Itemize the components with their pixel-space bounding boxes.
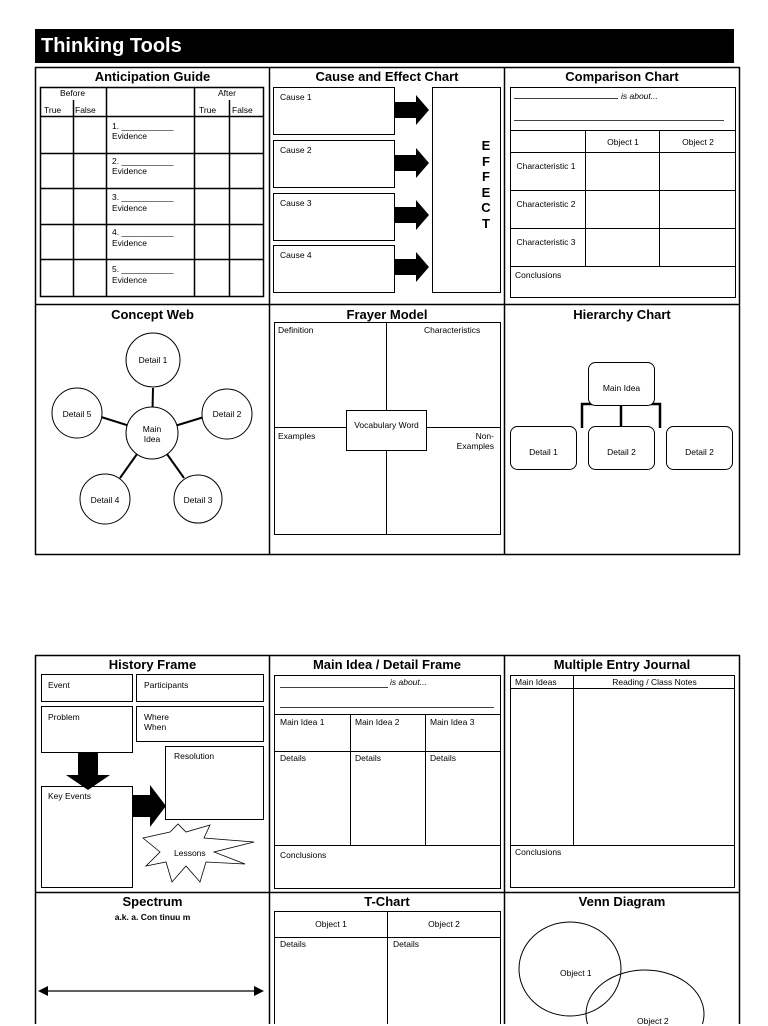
detail-box: Detail 2 [685,447,714,457]
main-idea-column: Main Idea 2 [355,717,400,727]
before-label: Before [60,88,86,98]
details-label: Details [280,939,306,949]
statement-number: 4. ___________ [112,227,174,237]
detail-node: Detail 4 [90,495,120,505]
characteristic-label: Characteristic 1 [516,161,576,171]
participants-box: Participants [136,674,264,702]
conclusions-label: Conclusions [515,847,562,857]
cause-label: Cause 3 [280,198,312,208]
problem-label: Problem [48,712,80,722]
main-idea-box: Main Idea [602,383,641,393]
problem-box: Problem [41,706,133,753]
characteristic-label: Characteristic 3 [516,237,576,247]
statement-number: 3. ___________ [112,192,174,202]
anticipation-guide-heading: Anticipation Guide [94,69,211,84]
detail-box: Detail 1 [529,447,558,457]
venn-object-1-label: Object 1 [560,968,592,978]
concept-web-heading: Concept Web [111,307,194,322]
details-label: Details [280,753,306,763]
before-false-label: False [75,105,96,115]
evidence-label: Evidence [112,238,147,248]
t-chart-heading: T-Chart [364,894,410,909]
non-examples-label: Non-Examples [456,431,494,451]
resolution-label: Resolution [174,751,215,761]
details-label: Details [355,753,381,763]
object-2-label: Object 2 [682,137,714,147]
characteristic-label: Characteristic 2 [516,199,576,209]
main-idea-detail-heading: Main Idea / Detail Frame [312,657,462,672]
detail-node: Detail 2 [212,409,242,419]
frayer-model-heading: Frayer Model [346,307,428,322]
main-idea-column: Main Idea 1 [280,717,325,727]
cause-label: Cause 4 [280,250,312,260]
resolution-box: Resolution [165,746,264,820]
lessons-label: Lessons [174,848,206,858]
notes-column: Reading / Class Notes [612,677,697,687]
effect-box: E F F E C T [432,87,501,293]
after-true-label: True [199,105,217,115]
cause-label: Cause 2 [280,145,312,155]
definition-label: Definition [278,325,314,335]
after-label: After [218,88,236,98]
detail-node: Detail 3 [183,495,213,505]
effect-label: E F F E C T [481,138,491,231]
cause-label: Cause 1 [280,92,312,102]
cause-box: Cause 3 [273,193,395,241]
key-events-box: Key Events [41,786,133,888]
statement-number: 5. ___________ [112,264,174,274]
details-label: Details [393,939,419,949]
comparison-chart-heading: Comparison Chart [565,69,679,84]
history-frame-heading: History Frame [108,657,197,672]
statement-number: 1. ___________ [112,121,174,131]
cause-box: Cause 2 [273,140,395,188]
object-2-label: Object 2 [428,919,460,929]
page-title: Thinking Tools [35,29,734,63]
examples-label: Examples [278,431,316,441]
statement-number: 2. ___________ [112,156,174,166]
characteristics-label: Characteristics [424,325,481,335]
detail-node: Detail 1 [138,355,168,365]
evidence-label: Evidence [112,203,147,213]
cause-box: Cause 1 [273,87,395,135]
cause-effect-heading: Cause and Effect Chart [315,69,459,84]
detail-box: Detail 2 [607,447,636,457]
venn-diagram-heading: Venn Diagram [578,894,666,909]
is-about-label: is about... [390,677,427,687]
event-label: Event [48,680,70,690]
cause-box: Cause 4 [273,245,395,293]
before-true-label: True [44,105,62,115]
journal-heading: Multiple Entry Journal [553,657,691,672]
details-label: Details [430,753,456,763]
evidence-label: Evidence [112,166,147,176]
key-events-label: Key Events [48,791,91,801]
after-false-label: False [232,105,253,115]
detail-node: Detail 5 [62,409,92,419]
spectrum-heading: Spectrum [122,894,183,909]
conclusions-label: Conclusions [515,270,562,280]
conclusions-label: Conclusions [280,850,327,860]
evidence-label: Evidence [112,275,147,285]
venn-object-2-label: Object 2 [637,1016,669,1026]
main-idea-column: Main Idea 3 [430,717,475,727]
vocabulary-word-label: Vocabulary Word [354,420,419,430]
object-1-label: Object 1 [315,919,347,929]
event-box: Event [41,674,133,702]
spectrum-subheading: a.k. a. Con tinuu m [114,912,191,922]
evidence-label: Evidence [112,131,147,141]
where-when-box: Where When [136,706,264,742]
object-1-label: Object 1 [607,137,639,147]
participants-label: Participants [144,680,189,690]
where-when-label: Where When [144,712,170,732]
is-about-label: is about... [621,91,658,101]
main-ideas-column: Main Ideas [515,677,557,687]
hierarchy-chart-heading: Hierarchy Chart [573,307,671,322]
main-idea-node: Main Idea [142,424,162,444]
